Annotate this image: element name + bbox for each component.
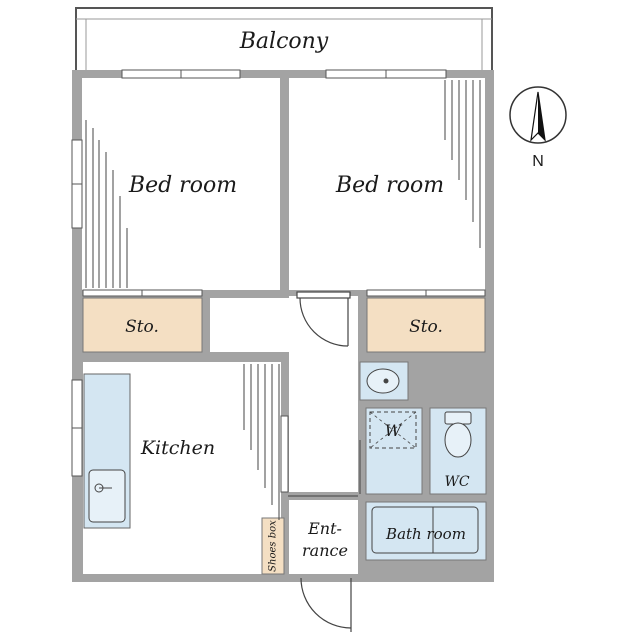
room-labels: Balcony Bed room Bed room Sto. Sto. Kitc… [125,29,470,572]
bathroom-label: Bath room [385,525,466,543]
windows [71,69,447,477]
bedroom-left-label: Bed room [128,173,237,198]
storage-right-label: Sto. [409,317,443,337]
wash-basin-icon [366,368,400,394]
entrance-door[interactable] [300,577,352,632]
hall-door [296,291,351,347]
entrance-label-line2: rance [302,541,348,560]
shoes-box-area [261,517,285,575]
hallway-lower [289,296,358,492]
entrance-floor [289,500,358,574]
closet-doors [82,289,486,493]
room-interiors [82,78,487,575]
balcony-label: Balcony [239,29,329,54]
compass-north-label: N [532,153,544,170]
washer-label: W [385,421,403,440]
kitchen-label: Kitchen [140,437,215,459]
entrance-label-line1: Ent- [307,519,342,538]
storage-left-label: Sto. [125,317,159,337]
wc-label: WC [444,474,469,490]
sink-icon [88,469,126,523]
balcony [75,7,493,73]
shoes-box-label: Shoes box [268,520,279,572]
bedroom-right-label: Bed room [335,173,444,198]
bedroom-left-floor [82,78,280,290]
kitchen-counter [83,373,131,529]
washer-icon [369,411,417,449]
bathroom-floor [365,501,487,561]
storage-left-floor [82,297,203,353]
curtain-hatching [85,80,481,520]
toilet-icon [444,411,472,458]
storage-right-floor [366,297,486,353]
bathtub-icon [371,506,479,554]
washer-area [365,407,423,495]
compass: N [509,86,567,170]
doors [288,291,361,632]
